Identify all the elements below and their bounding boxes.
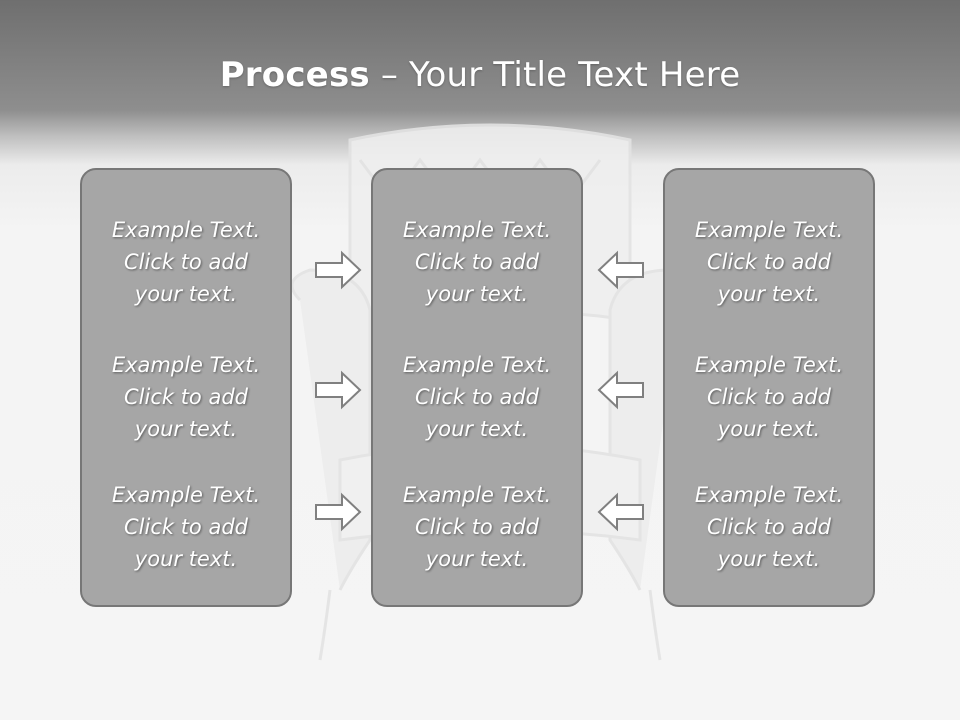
text-placeholder[interactable]: Example Text. Click to add your text. [373, 214, 581, 310]
text-placeholder[interactable]: Example Text. Click to add your text. [665, 479, 873, 575]
text-line: your text. [425, 547, 529, 571]
text-line: Example Text. [111, 483, 261, 507]
text-placeholder[interactable]: Example Text. Click to add your text. [665, 349, 873, 445]
text-line: Example Text. [694, 353, 844, 377]
text-line: your text. [425, 282, 529, 306]
text-line: Example Text. [694, 483, 844, 507]
text-line: Click to add [414, 515, 539, 539]
text-line: Example Text. [694, 218, 844, 242]
left-panel[interactable]: Example Text. Click to add your text. Ex… [80, 168, 292, 607]
text-line: Click to add [123, 250, 248, 274]
center-panel[interactable]: Example Text. Click to add your text. Ex… [371, 168, 583, 607]
text-placeholder[interactable]: Example Text. Click to add your text. [373, 479, 581, 575]
text-line: your text. [717, 282, 821, 306]
slide-title[interactable]: Process – Your Title Text Here [0, 54, 960, 96]
text-line: Example Text. [402, 218, 552, 242]
arrow-left-icon [597, 492, 644, 532]
arrow-left-icon [597, 370, 644, 410]
text-line: Click to add [123, 515, 248, 539]
text-line: your text. [425, 417, 529, 441]
arrow-left-icon [597, 250, 644, 290]
text-placeholder[interactable]: Example Text. Click to add your text. [82, 479, 290, 575]
text-placeholder[interactable]: Example Text. Click to add your text. [82, 214, 290, 310]
right-panel[interactable]: Example Text. Click to add your text. Ex… [663, 168, 875, 607]
arrow-right-icon [315, 492, 362, 532]
arrow-right-icon [315, 250, 362, 290]
text-line: Click to add [706, 385, 831, 409]
text-line: Click to add [123, 385, 248, 409]
text-line: Click to add [414, 250, 539, 274]
title-rest: – Your Title Text Here [369, 55, 741, 95]
text-placeholder[interactable]: Example Text. Click to add your text. [82, 349, 290, 445]
text-line: Example Text. [402, 483, 552, 507]
text-line: your text. [717, 417, 821, 441]
text-line: Click to add [414, 385, 539, 409]
text-line: your text. [134, 282, 238, 306]
text-line: Click to add [706, 515, 831, 539]
text-line: your text. [717, 547, 821, 571]
text-line: Example Text. [111, 218, 261, 242]
title-bold: Process [219, 55, 370, 95]
text-line: your text. [134, 547, 238, 571]
arrow-right-icon [315, 370, 362, 410]
text-line: your text. [134, 417, 238, 441]
text-placeholder[interactable]: Example Text. Click to add your text. [373, 349, 581, 445]
text-line: Click to add [706, 250, 831, 274]
text-line: Example Text. [402, 353, 552, 377]
text-line: Example Text. [111, 353, 261, 377]
text-placeholder[interactable]: Example Text. Click to add your text. [665, 214, 873, 310]
